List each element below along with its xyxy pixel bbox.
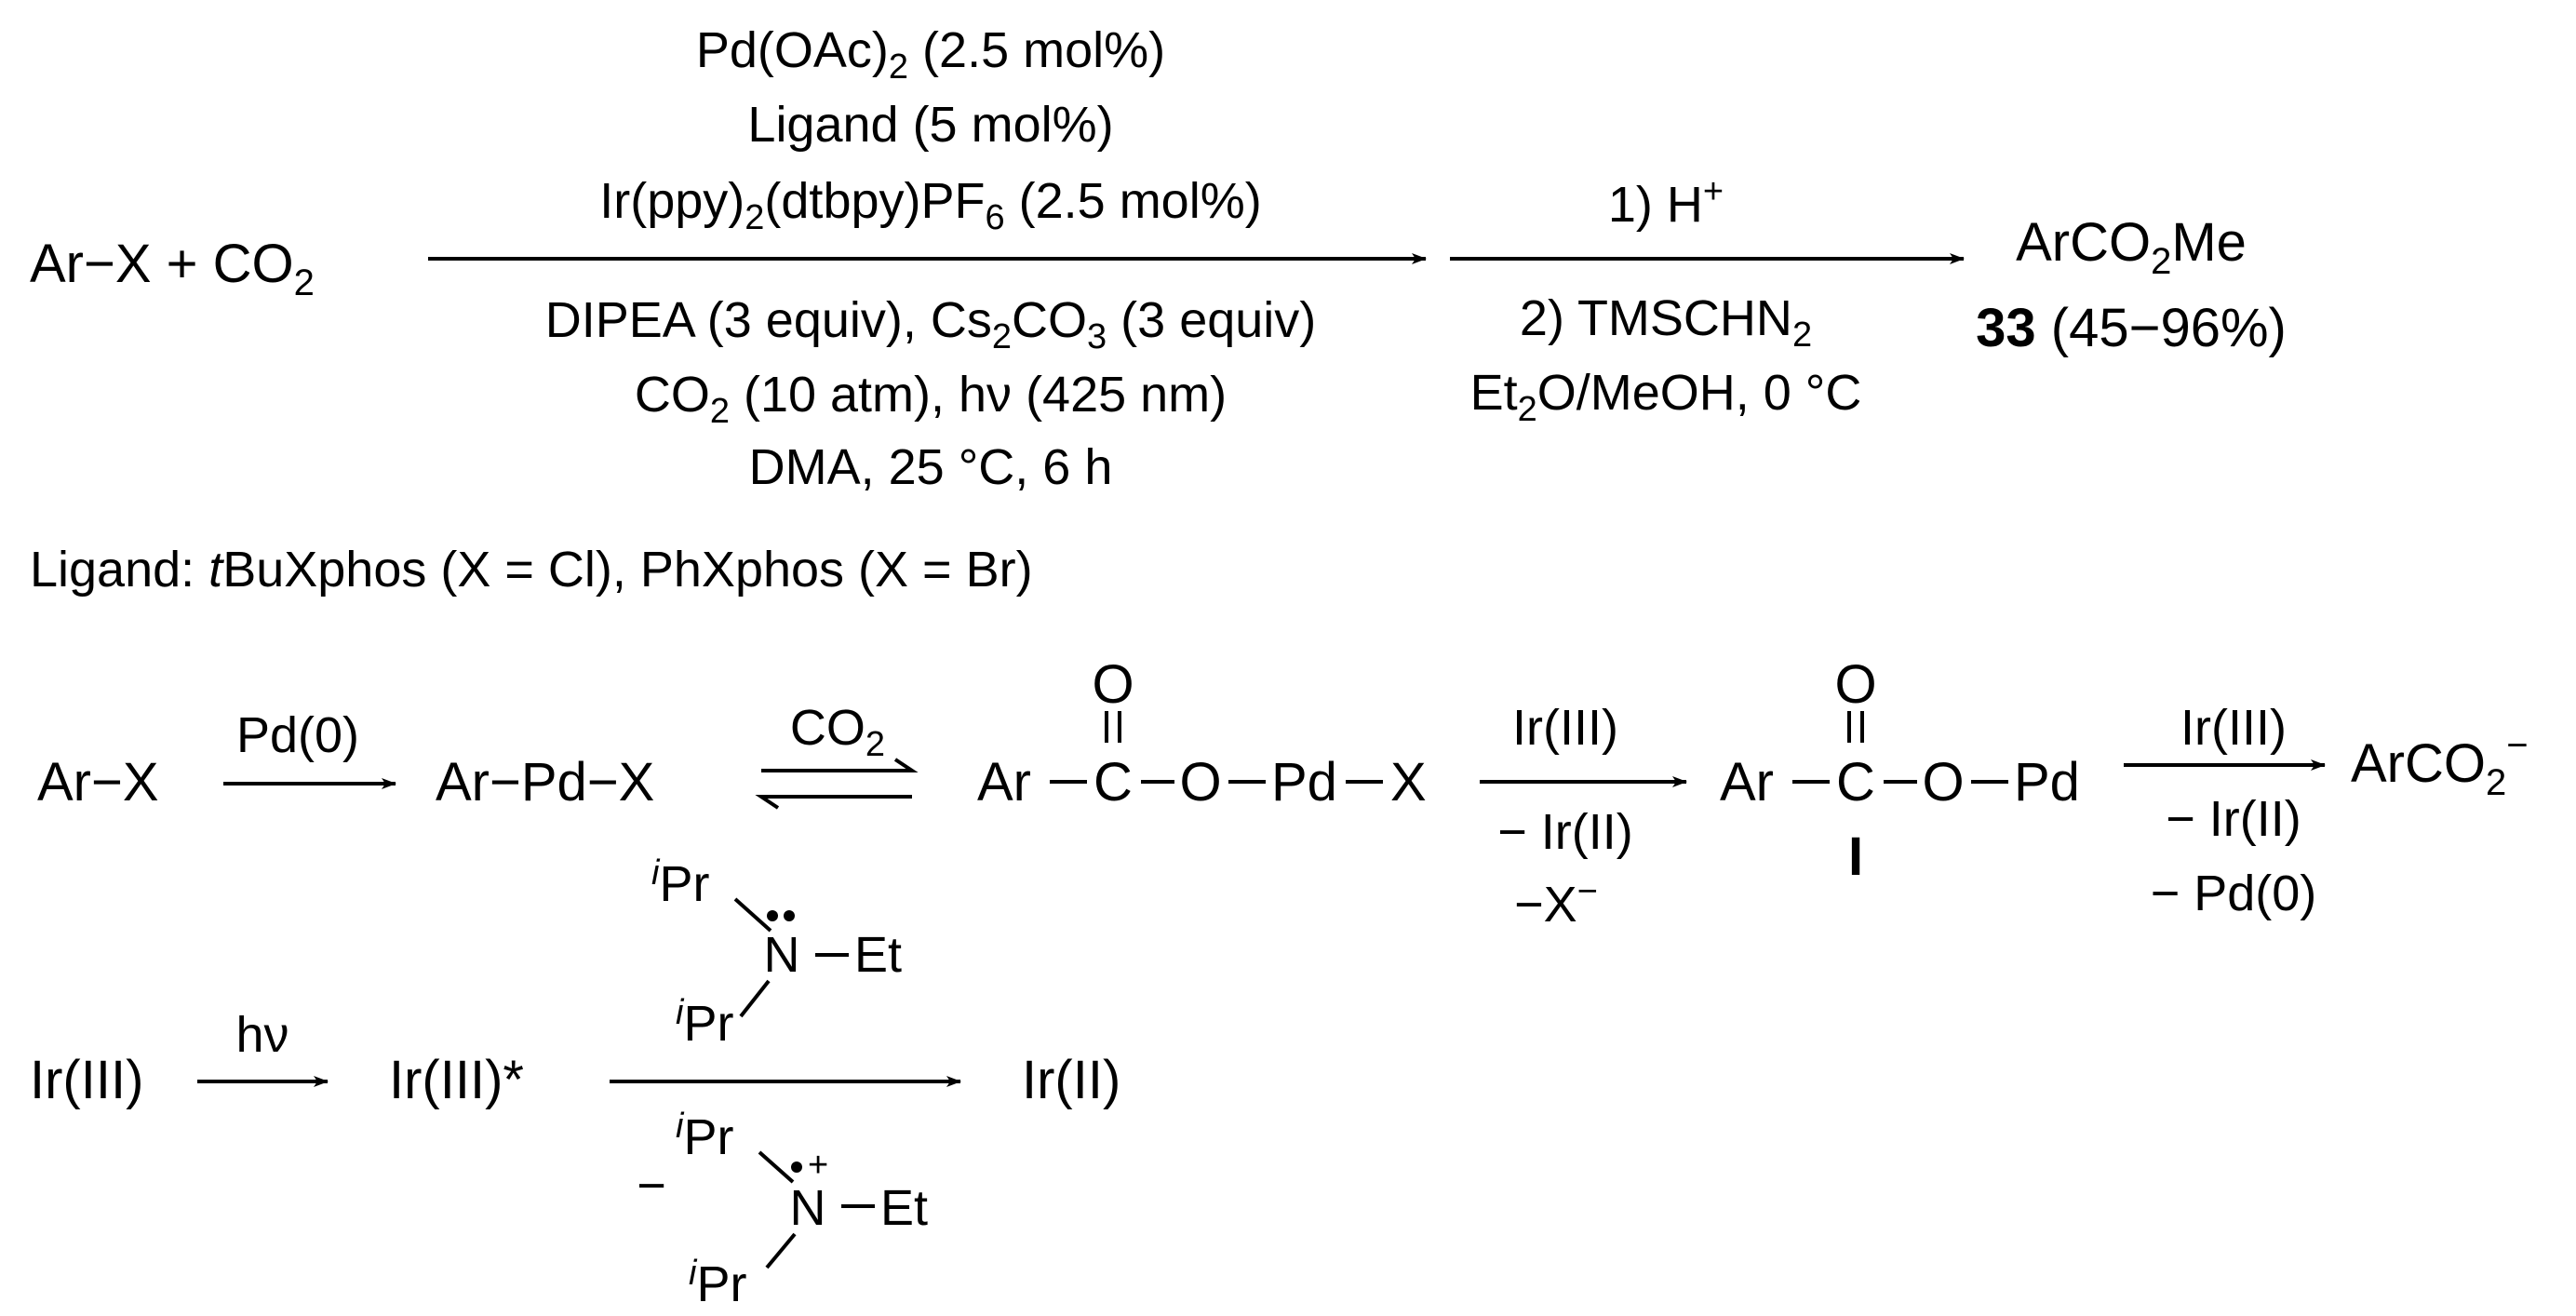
minus-sign: − — [637, 1158, 666, 1214]
mech-arrow4-bot1: − Ir(II) — [2166, 791, 2301, 847]
dipea-structure: iPr N Et iPr — [651, 853, 902, 1052]
svg-text:Ar: Ar — [1720, 752, 1774, 812]
condition-bases: DIPEA (3 equiv), Cs2CO3 (3 equiv) — [545, 292, 1317, 356]
main-reaction: Ar−X + CO2 Pd(OAc)2 (2.5 mol%) Ligand (5… — [30, 22, 2287, 598]
mech-arrow3-bot1: − Ir(II) — [1497, 804, 1633, 860]
svg-text:iPr: iPr — [689, 1254, 746, 1312]
svg-text:iPr: iPr — [676, 1107, 733, 1165]
mech-eq-label: CO2 — [790, 700, 885, 764]
mech-arrow3-top: Ir(III) — [1512, 700, 1618, 756]
ligand-note: Ligand: tBuXphos (X = Cl), PhXphos (X = … — [30, 542, 1033, 598]
mech-ar-x: Ar−X — [37, 752, 159, 812]
substrate-ar-x-co2: Ar−X + CO2 — [30, 234, 315, 303]
product-methyl-ester: ArCO2Me — [2016, 212, 2247, 282]
radical-cation-charge: + — [808, 1146, 828, 1185]
svg-text:O: O — [1179, 752, 1221, 812]
mech-eq-arrow-back — [755, 795, 912, 810]
mech-eq-arrow-forward — [761, 758, 919, 772]
condition-ligand: Ligand (5 mol%) — [747, 97, 1113, 153]
mech-carboxylate: ArCO2− — [2351, 725, 2529, 803]
intermediate-label: I — [1848, 826, 1863, 887]
svg-text:O: O — [1922, 752, 1964, 812]
mech-acyloxy-pd-x: Ar C O O Pd X — [977, 654, 1427, 812]
svg-text:X: X — [1390, 752, 1427, 812]
mech-arrow1-label: Pd(0) — [236, 707, 359, 763]
condition-ir-photocatalyst: Ir(ppy)2(dtbpy)PF6 (2.5 mol%) — [599, 173, 1261, 237]
svg-text:N: N — [790, 1180, 826, 1236]
step2-acid: 1) H+ — [1608, 172, 1724, 233]
mech-arrow3-bot2: −X− — [1514, 872, 1598, 933]
photo-ir3-star: Ir(III)* — [389, 1050, 524, 1110]
svg-text:N: N — [764, 927, 800, 983]
step2-solvent: Et2O/MeOH, 0 °C — [1470, 365, 1862, 429]
condition-co2-light: CO2 (10 atm), hν (425 nm) — [635, 367, 1227, 431]
svg-text:iPr: iPr — [676, 993, 733, 1052]
svg-text:C: C — [1836, 752, 1875, 812]
svg-text:Ar: Ar — [977, 752, 1031, 812]
svg-text:Et: Et — [854, 927, 902, 983]
svg-text:C: C — [1093, 752, 1133, 812]
svg-text:iPr: iPr — [651, 853, 709, 912]
photo-ir3: Ir(III) — [30, 1050, 143, 1110]
mechanism-row: Ar−X Pd(0) Ar−Pd−X CO2 Ar C O O Pd X Ir(… — [37, 654, 2529, 933]
svg-text:O: O — [1834, 654, 1876, 715]
condition-pd-catalyst: Pd(OAc)2 (2.5 mol%) — [696, 22, 1165, 87]
mech-arrow4-bot2: − Pd(0) — [2151, 866, 2317, 921]
photo-ir2: Ir(II) — [1022, 1050, 1120, 1110]
dipea-radical-cation: − iPr + N Et iPr — [637, 1107, 928, 1312]
step2-tmschn2: 2) TMSCHN2 — [1520, 290, 1812, 355]
svg-text:Pd: Pd — [2014, 752, 2080, 812]
mech-intermediate-I: Ar C O O Pd I — [1720, 654, 2080, 887]
product-number-yield: 33 (45−96%) — [1976, 298, 2287, 358]
mech-arrow4-top: Ir(III) — [2180, 700, 2287, 756]
photocycle-row: Ir(III) hν Ir(III)* Ir(II) iPr N Et iPr … — [30, 853, 1120, 1312]
mech-ar-pd-x: Ar−Pd−X — [436, 752, 654, 812]
condition-solvent-temp-time: DMA, 25 °C, 6 h — [749, 439, 1113, 495]
svg-text:Pd: Pd — [1271, 752, 1337, 812]
svg-text:O: O — [1092, 654, 1134, 715]
svg-text:Et: Et — [880, 1180, 928, 1236]
photo-hv-label: hν — [235, 1007, 288, 1063]
